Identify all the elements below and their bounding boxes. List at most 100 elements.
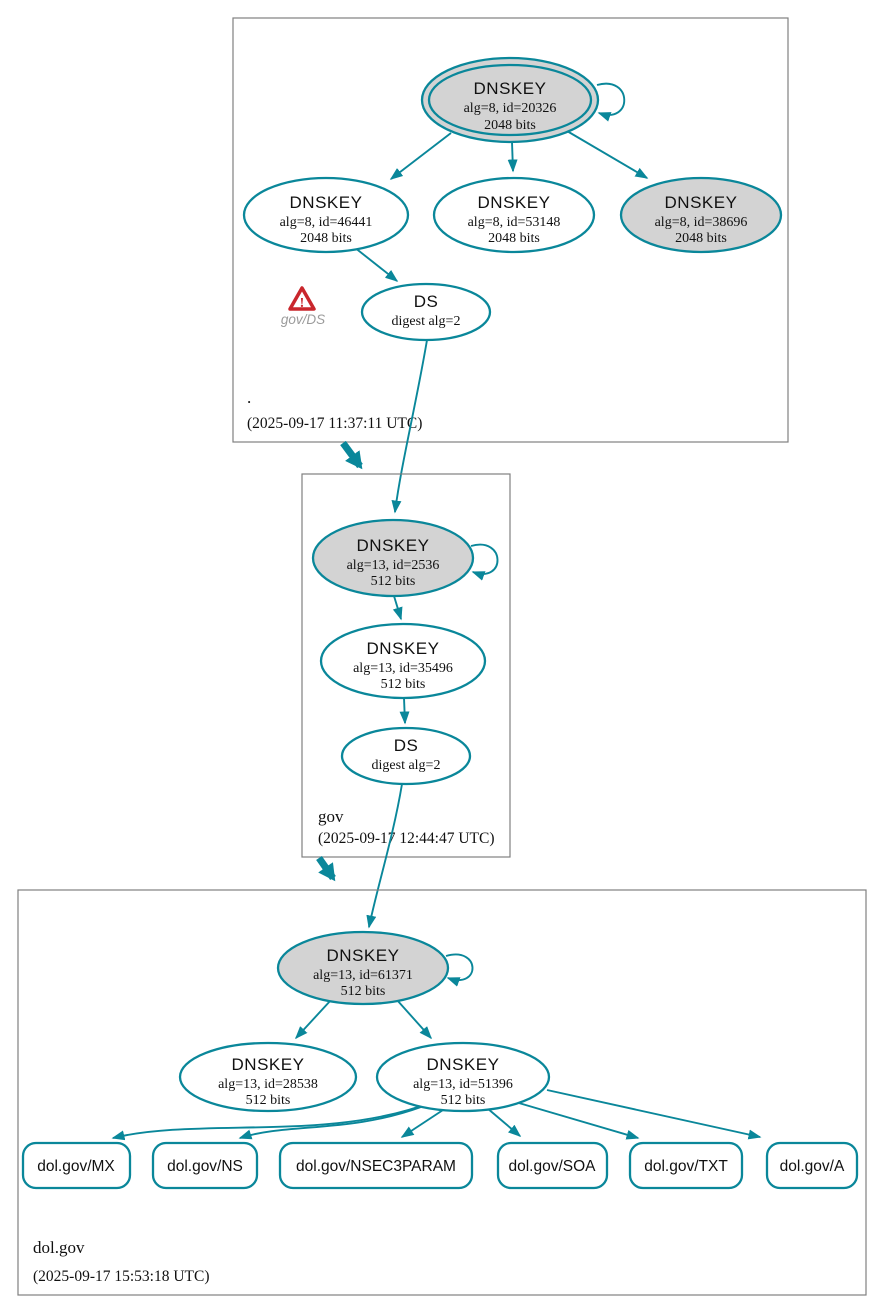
node-alg: alg=8, id=20326 xyxy=(464,101,557,116)
rrset-label: dol.gov/SOA xyxy=(508,1158,596,1175)
node-alg: alg=13, id=51396 xyxy=(413,1077,513,1092)
rrset-label: dol.gov/MX xyxy=(37,1158,115,1175)
edge-gov-ksk-to-zsk xyxy=(392,595,403,621)
zone-dol-label: dol.gov xyxy=(33,1238,85,1257)
edge-gov-ksk-selfsign xyxy=(470,543,499,581)
node-root-dnskey-53148[interactable]: DNSKEY alg=8, id=53148 2048 bits xyxy=(432,176,596,254)
rrset-box xyxy=(628,1141,744,1190)
edge-root-ds-to-gov-ksk xyxy=(391,339,428,514)
zone-gov-timestamp: (2025-09-17 12:44:47 UTC) xyxy=(318,830,495,847)
edge-root-ksk-to-53148 xyxy=(507,141,518,173)
node-alg: alg=13, id=28538 xyxy=(218,1077,318,1092)
rrset-box xyxy=(765,1141,859,1190)
rrset-dol-gov-mx[interactable]: dol.gov/MX xyxy=(21,1141,132,1190)
node-bits: 512 bits xyxy=(441,1093,486,1108)
node-dol-dnskey-28538[interactable]: DNSKEY alg=13, id=28538 512 bits xyxy=(178,1041,358,1113)
warning-triangle-icon xyxy=(288,286,316,311)
rrset-label: dol.gov/NS xyxy=(167,1158,243,1175)
node-bits: 512 bits xyxy=(371,574,416,589)
node-ellipse xyxy=(375,1041,551,1113)
edge-zsk-to-soa xyxy=(486,1107,522,1137)
node-ellipse xyxy=(340,726,472,786)
rrset-box xyxy=(496,1141,609,1190)
zone-gov: gov (2025-09-17 12:44:47 UTC) DNSKEY alg… xyxy=(301,473,511,929)
node-ellipse xyxy=(360,282,492,342)
node-title: DNSKEY xyxy=(327,946,400,965)
node-ellipse xyxy=(276,930,450,1006)
rrset-box xyxy=(21,1141,132,1190)
node-ellipse xyxy=(242,176,410,254)
zone-dol-timestamp: (2025-09-17 15:53:18 UTC) xyxy=(33,1268,210,1285)
edge-zsk-to-nsec3param xyxy=(400,1109,444,1138)
node-root-dnskey-20326-inner xyxy=(427,63,593,137)
node-bits: 2048 bits xyxy=(488,231,540,246)
edge-root-ksk-to-46441 xyxy=(389,132,452,180)
node-root-dnskey-20326[interactable]: DNSKEY alg=8, id=20326 2048 bits xyxy=(420,56,600,144)
node-alg: alg=8, id=53148 xyxy=(468,215,561,230)
node-root-dnskey-46441[interactable]: DNSKEY alg=8, id=46441 2048 bits xyxy=(242,176,410,254)
node-alg: alg=13, id=61371 xyxy=(313,968,413,983)
rrset-dol-gov-ns[interactable]: dol.gov/NS xyxy=(151,1141,259,1190)
rrset-label: dol.gov/TXT xyxy=(644,1158,728,1175)
node-dol-dnskey-51396[interactable]: DNSKEY alg=13, id=51396 512 bits xyxy=(375,1041,551,1113)
rrset-dol-gov-soa[interactable]: dol.gov/SOA xyxy=(496,1141,609,1190)
node-dol-dnskey-61371[interactable]: DNSKEY alg=13, id=61371 512 bits xyxy=(276,930,450,1006)
warning-gov-ds[interactable]: ! gov/DS xyxy=(281,286,325,327)
rrset-box xyxy=(278,1141,474,1190)
rrset-box xyxy=(151,1141,259,1190)
node-bits: 2048 bits xyxy=(300,231,352,246)
zone-root-border xyxy=(232,17,789,443)
node-gov-ds[interactable]: DS digest alg=2 xyxy=(340,726,472,786)
zone-dol-border xyxy=(17,889,867,1296)
node-gov-dnskey-2536[interactable]: DNSKEY alg=13, id=2536 512 bits xyxy=(311,518,475,598)
node-root-dnskey-20326-outer xyxy=(420,56,600,144)
node-title: DNSKEY xyxy=(232,1055,305,1074)
node-alg: alg=8, id=46441 xyxy=(280,215,373,230)
node-title: DNSKEY xyxy=(290,193,363,212)
edge-46441-to-ds xyxy=(353,246,399,282)
edge-dol-ksk-to-28538 xyxy=(294,999,332,1040)
node-alg: alg=8, id=38696 xyxy=(655,215,748,230)
node-ellipse xyxy=(178,1041,358,1113)
node-bits: 2048 bits xyxy=(675,231,727,246)
warning-exclamation: ! xyxy=(300,296,305,311)
node-title: DNSKEY xyxy=(474,79,547,98)
zone-gov-border xyxy=(301,473,511,858)
edge-gov-zsk-to-ds xyxy=(399,697,410,725)
node-bits: 512 bits xyxy=(341,984,386,999)
node-ellipse xyxy=(319,622,487,700)
edge-dol-ksk-to-51396 xyxy=(396,999,433,1040)
zone-root-timestamp: (2025-09-17 11:37:11 UTC) xyxy=(247,415,422,432)
rrset-dol-gov-a[interactable]: dol.gov/A xyxy=(765,1141,859,1190)
node-detail: digest alg=2 xyxy=(392,314,461,329)
node-bits: 512 bits xyxy=(381,677,426,692)
node-ellipse xyxy=(432,176,596,254)
warning-label: gov/DS xyxy=(281,312,325,327)
rrset-label: dol.gov/A xyxy=(780,1158,845,1175)
node-bits: 512 bits xyxy=(246,1093,291,1108)
node-title: DNSKEY xyxy=(427,1055,500,1074)
edge-zsk-to-ns xyxy=(238,1106,422,1140)
edge-root-ksk-selfsign xyxy=(596,82,626,122)
node-root-dnskey-38696[interactable]: DNSKEY alg=8, id=38696 2048 bits xyxy=(619,176,783,254)
node-root-ds[interactable]: DS digest alg=2 xyxy=(360,282,492,342)
edge-dol-ksk-selfsign xyxy=(445,953,474,987)
node-title: DNSKEY xyxy=(478,193,551,212)
edge-root-ksk-to-38696 xyxy=(566,130,649,179)
rrset-dol-gov-nsec3param[interactable]: dol.gov/NSEC3PARAM xyxy=(278,1141,474,1190)
edge-zsk-to-txt xyxy=(511,1100,640,1140)
zone-root-label: . xyxy=(247,388,251,407)
node-title: DNSKEY xyxy=(367,639,440,658)
node-alg: alg=13, id=2536 xyxy=(347,558,440,573)
zone-gov-label: gov xyxy=(318,807,344,826)
node-title: DS xyxy=(394,736,419,755)
edge-zsk-to-a xyxy=(546,1089,762,1140)
node-ellipse xyxy=(619,176,783,254)
node-alg: alg=13, id=35496 xyxy=(353,661,453,676)
edge-delegation-gov-to-dol xyxy=(316,855,336,882)
edge-zsk-to-mx xyxy=(111,1101,433,1141)
rrset-dol-gov-txt[interactable]: dol.gov/TXT xyxy=(628,1141,744,1190)
node-title: DNSKEY xyxy=(357,536,430,555)
node-gov-dnskey-35496[interactable]: DNSKEY alg=13, id=35496 512 bits xyxy=(319,622,487,700)
